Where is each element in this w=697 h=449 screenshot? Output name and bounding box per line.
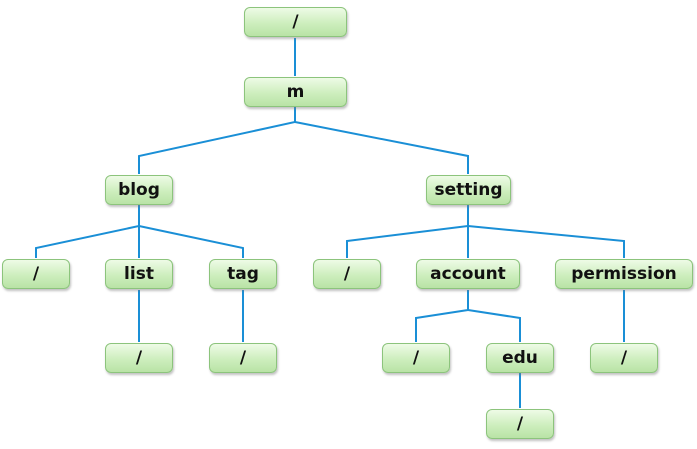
edge-m-blog	[138, 107, 296, 174]
node-list-root: /	[105, 343, 173, 373]
node-setting-root: /	[313, 259, 381, 289]
edge-m-setting	[294, 121, 469, 174]
edge-setting-root	[346, 205, 469, 258]
edge-blog-tag	[138, 225, 244, 258]
edge-blog-root	[35, 205, 140, 258]
edge-setting-permission	[467, 225, 625, 258]
node-setting: setting	[426, 175, 511, 205]
node-blog: blog	[105, 175, 173, 205]
node-account-root: /	[382, 343, 450, 373]
node-account: account	[416, 259, 520, 289]
node-blog-root: /	[2, 259, 70, 289]
node-m: m	[244, 77, 347, 107]
node-permission-root: /	[590, 343, 658, 373]
node-tag-root: /	[209, 343, 277, 373]
edge-account-root	[415, 290, 469, 342]
node-tag: tag	[209, 259, 277, 289]
node-list: list	[105, 259, 173, 289]
node-permission: permission	[555, 259, 693, 289]
node-edu: edu	[486, 343, 554, 373]
edge-account-edu	[467, 309, 521, 342]
node-root: /	[244, 7, 347, 37]
node-edu-root: /	[486, 409, 554, 439]
